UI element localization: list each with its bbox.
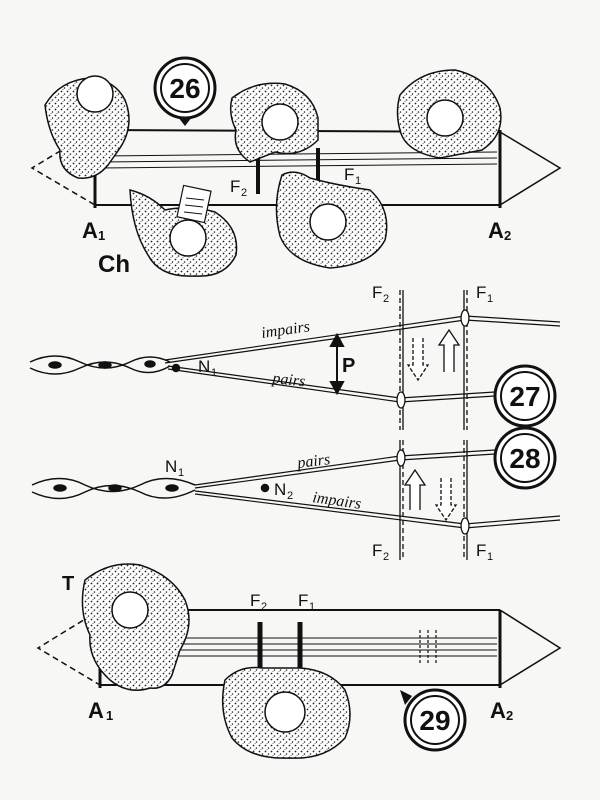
- label-ch-26: Ch: [98, 251, 130, 278]
- weaver-bottom-middle-26: [275, 171, 388, 269]
- label-n1-sub-28: 1: [178, 467, 184, 479]
- figure-26: 26: [30, 56, 562, 278]
- twisted-warp-27: [29, 355, 181, 375]
- shed-threads-28: [194, 449, 561, 529]
- label-f1-sub-27: 1: [487, 293, 493, 305]
- twisted-warp-28: [31, 477, 270, 500]
- figure-28: 28 N 1 N 2 pairs impairs F 2 F 1: [31, 426, 561, 563]
- label-impairs-28: impairs: [311, 489, 362, 513]
- shed-opening-arrow-27: [329, 332, 345, 396]
- figure-27: 27 F 2 F 1 N 1 impairs pairs P: [29, 283, 561, 430]
- label-p-27: P: [342, 355, 355, 377]
- figure-26-number: 26: [169, 73, 200, 104]
- figure-27-number: 27: [509, 381, 540, 412]
- rods-28: [396, 440, 470, 560]
- label-a2-sub-29: 2: [506, 708, 513, 723]
- figure-28-number: 28: [509, 443, 540, 474]
- movement-arrows-27: [406, 328, 461, 382]
- figure-29: 29 T F 2 F 1 A 1 A 2: [36, 563, 562, 759]
- label-f2-sub-27: 2: [383, 293, 389, 305]
- label-a2-29: A: [490, 698, 506, 723]
- movement-arrows-28: [403, 468, 458, 522]
- label-f2-26: F: [230, 177, 240, 196]
- label-pairs-28: pairs: [295, 451, 331, 472]
- weaver-top-left-26: [44, 75, 130, 179]
- label-f1-27: F: [476, 283, 486, 302]
- label-n1-28: N: [165, 457, 177, 476]
- label-pairs-27: pairs: [271, 370, 306, 390]
- label-a1-26: A: [82, 218, 98, 243]
- label-f1-26: F: [344, 165, 354, 184]
- figure-26-badge: 26: [153, 56, 217, 126]
- label-f1-28: F: [476, 541, 486, 560]
- label-n2-sub-28: 2: [287, 490, 293, 502]
- figure-27-badge: 27: [493, 364, 557, 428]
- rods-27: [396, 290, 470, 430]
- label-a2-26: A: [488, 218, 504, 243]
- label-a1-sub-29: 1: [106, 708, 113, 723]
- label-f1-sub-28: 1: [487, 551, 493, 563]
- shed-threads-27: [164, 315, 561, 403]
- label-t-29: T: [62, 573, 74, 595]
- label-f2-sub-26: 2: [241, 187, 247, 199]
- label-f2-sub-28: 2: [383, 551, 389, 563]
- label-impairs-27: impairs: [260, 318, 311, 342]
- label-f2-28: F: [372, 541, 382, 560]
- label-a1-sub-26: 1: [98, 228, 105, 243]
- label-n1-27: N: [198, 357, 210, 376]
- weaver-bottom-left-26: [129, 184, 238, 277]
- label-f2-29: F: [250, 591, 260, 610]
- label-a1-29: A: [88, 698, 104, 723]
- figure-28-badge: 28: [493, 426, 557, 490]
- label-n2-28: N: [274, 480, 286, 499]
- label-f2-27: F: [372, 283, 382, 302]
- weaver-left-29: [81, 563, 190, 691]
- label-f1-sub-29: 1: [309, 601, 315, 613]
- figure-29-badge: 29: [400, 688, 467, 752]
- label-f1-sub-26: 1: [355, 175, 361, 187]
- weaver-bottom-29: [221, 666, 351, 759]
- figure-29-number: 29: [419, 705, 450, 736]
- label-f1-29: F: [298, 591, 308, 610]
- label-f2-sub-29: 2: [261, 601, 267, 613]
- weaver-top-middle-26: [229, 82, 319, 163]
- label-n1-sub-27: 1: [211, 367, 217, 379]
- label-a2-sub-26: 2: [504, 228, 511, 243]
- weaver-top-right-26: [396, 69, 502, 159]
